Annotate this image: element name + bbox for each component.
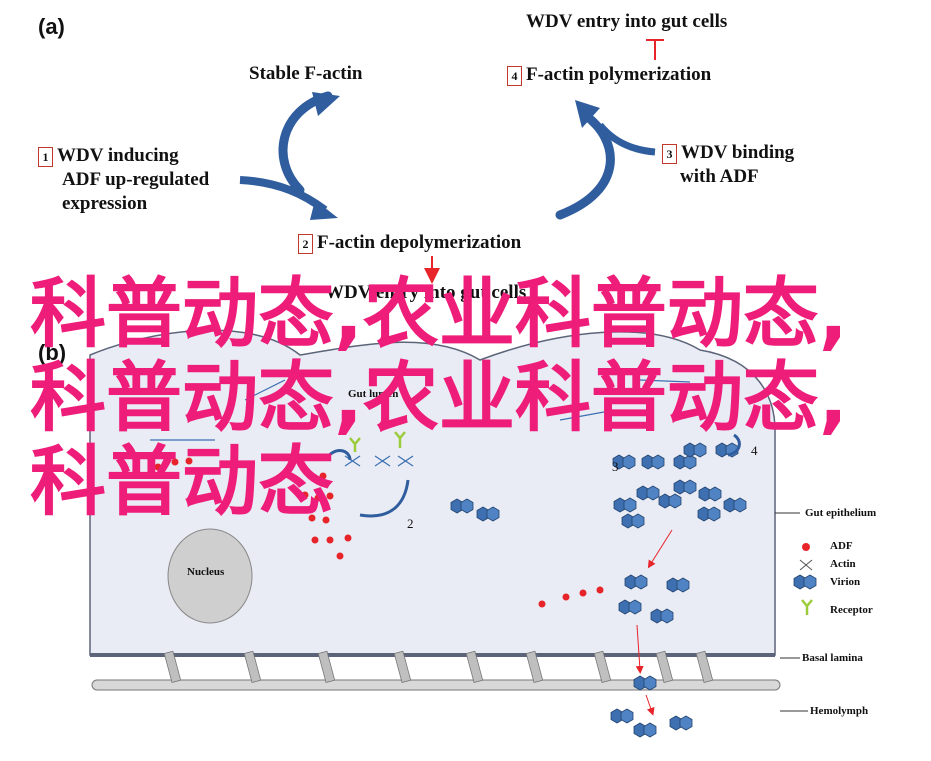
step-4-number: 4 bbox=[507, 65, 522, 86]
stable-factin-label: Stable F-actin bbox=[249, 63, 363, 84]
gut-epithelium-label: Gut epithelium bbox=[805, 507, 877, 519]
step-2-number: 2 bbox=[298, 233, 313, 254]
cell-step-4: 4 bbox=[751, 443, 758, 458]
top-title: WDV entry into gut cells bbox=[526, 11, 728, 32]
legend-virion: Virion bbox=[830, 576, 861, 588]
cell-step-3: 3 bbox=[612, 459, 619, 474]
legend-receptor-icon bbox=[801, 599, 813, 615]
step-1-line-3: expression bbox=[62, 193, 148, 214]
nucleus-shape bbox=[167, 528, 253, 624]
gut-lumen-label: Gut lumen bbox=[348, 388, 399, 400]
step-1-number: 1 bbox=[38, 146, 53, 167]
cell-arrows bbox=[323, 433, 741, 518]
nucleus-label: Nucleus bbox=[187, 566, 225, 578]
hemolymph-label: Hemolymph bbox=[810, 705, 869, 717]
actin-filaments bbox=[150, 379, 691, 467]
step-3-line-2: with ADF bbox=[680, 166, 759, 187]
step-3-number: 3 bbox=[662, 143, 677, 164]
curved-arrow-right bbox=[555, 100, 656, 220]
adf-dots bbox=[132, 457, 604, 608]
curved-arrow-left bbox=[239, 91, 340, 220]
legend-actin-icon bbox=[799, 559, 813, 571]
watermark-overlay-text: 科普动态,农业科普动态,科普动态,农业科普动态,科普动态 bbox=[30, 269, 848, 526]
panel-a-label: (a) bbox=[38, 14, 65, 39]
step-4-line-1: F-actin polymerization bbox=[526, 64, 712, 85]
legend-adf: ADF bbox=[830, 540, 853, 552]
legend-virion-icon bbox=[793, 574, 817, 590]
red-flow-arrows bbox=[635, 529, 673, 716]
basal-lamina bbox=[91, 650, 781, 691]
bottom-title: WDV entry into gut cells bbox=[325, 282, 527, 303]
receptor-icons bbox=[349, 431, 406, 452]
legend-adf-icon bbox=[802, 543, 810, 551]
legend-actin: Actin bbox=[830, 558, 856, 570]
basal-lamina-label: Basal lamina bbox=[802, 652, 863, 664]
step-3-line-1: WDV binding bbox=[681, 142, 795, 163]
step-1-line-2: ADF up-regulated bbox=[62, 169, 210, 190]
panel-b-label: (b) bbox=[38, 340, 67, 365]
inhibit-arrow-top bbox=[646, 39, 664, 60]
cell-step-1: 1 bbox=[293, 447, 300, 462]
step-1-line-1: WDV inducing bbox=[57, 145, 179, 166]
cell-step-2: 2 bbox=[407, 516, 414, 531]
step-2-line-1: F-actin depolymerization bbox=[317, 232, 522, 253]
legend-receptor: Receptor bbox=[830, 604, 873, 616]
